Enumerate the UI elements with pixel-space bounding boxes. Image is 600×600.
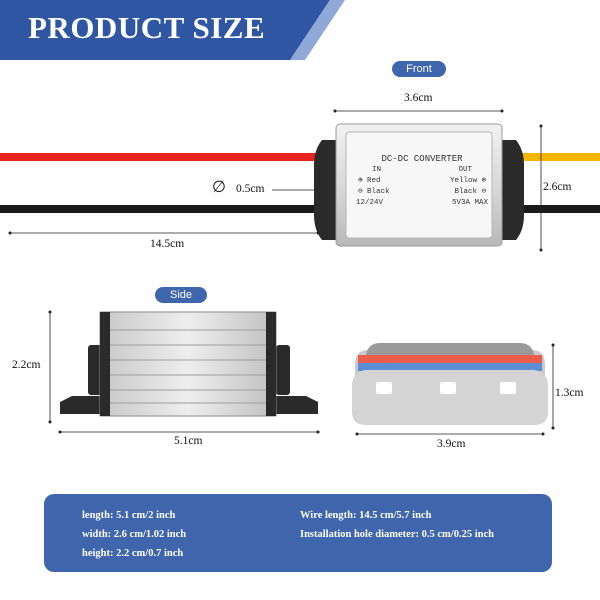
- front-width-dim: 3.6cm: [404, 92, 433, 104]
- side-height-dim: 2.2cm: [12, 359, 41, 371]
- spec-width: width: 2.6 cm/1.02 inch: [82, 529, 187, 540]
- connector-width-dim: 3.9cm: [437, 438, 466, 450]
- module-label: DC-DC CONVERTER IN OUT ⊕ Red Yellow ⊕ ⊖ …: [352, 154, 492, 209]
- hole-dim: 0.5cm: [236, 183, 265, 195]
- front-height-dim: 2.6cm: [543, 181, 572, 193]
- side-label: Side: [155, 287, 207, 303]
- red-wire: [0, 153, 330, 161]
- module-black-out: Black ⊖: [454, 188, 486, 196]
- black-wire-left: [0, 205, 330, 213]
- module-input: 12/24V: [356, 199, 384, 207]
- side-body: [99, 311, 277, 417]
- module-yellow: Yellow ⊕: [449, 177, 486, 185]
- right-mount-tab: [500, 140, 524, 240]
- side-length-dim: 5.1cm: [174, 435, 203, 447]
- connector-height-dim: 1.3cm: [555, 387, 584, 399]
- spec-panel: length: 5.1 cm/2 inch width: 2.6 cm/1.02…: [44, 494, 552, 572]
- wire-connector: [352, 343, 548, 425]
- diameter-icon: ∅: [212, 179, 226, 196]
- side-base-tab: [60, 396, 100, 414]
- module-black-in-text: Black: [367, 188, 390, 196]
- module-out: OUT: [458, 166, 472, 174]
- left-mount-tab: [314, 140, 338, 240]
- module-in: IN: [372, 166, 382, 174]
- banner-graphic: [0, 0, 345, 60]
- spec-hole-diameter: Installation hole diameter: 0.5 cm/0.25 …: [300, 529, 494, 540]
- spec-height: height: 2.2 cm/0.7 inch: [82, 548, 184, 559]
- module-red: ⊕ Red: [358, 177, 381, 185]
- spec-length: length: 5.1 cm/2 inch: [82, 510, 176, 521]
- page-title: PRODUCT SIZE: [28, 10, 266, 45]
- module-black-in: ⊖ Black: [358, 188, 390, 196]
- front-label: Front: [392, 61, 446, 77]
- module-title: DC-DC CONVERTER: [381, 154, 463, 164]
- wire-length-dim: 14.5cm: [150, 238, 185, 250]
- module-black-out-text: Black: [454, 188, 477, 196]
- black-wire-right: [510, 205, 600, 213]
- module-red-text: Red: [367, 177, 381, 185]
- module-output: 5V3A MAX: [451, 199, 488, 207]
- spec-wire-length: Wire length: 14.5 cm/5.7 inch: [300, 510, 432, 521]
- yellow-wire: [510, 153, 600, 161]
- module-yellow-text: Yellow: [449, 177, 477, 185]
